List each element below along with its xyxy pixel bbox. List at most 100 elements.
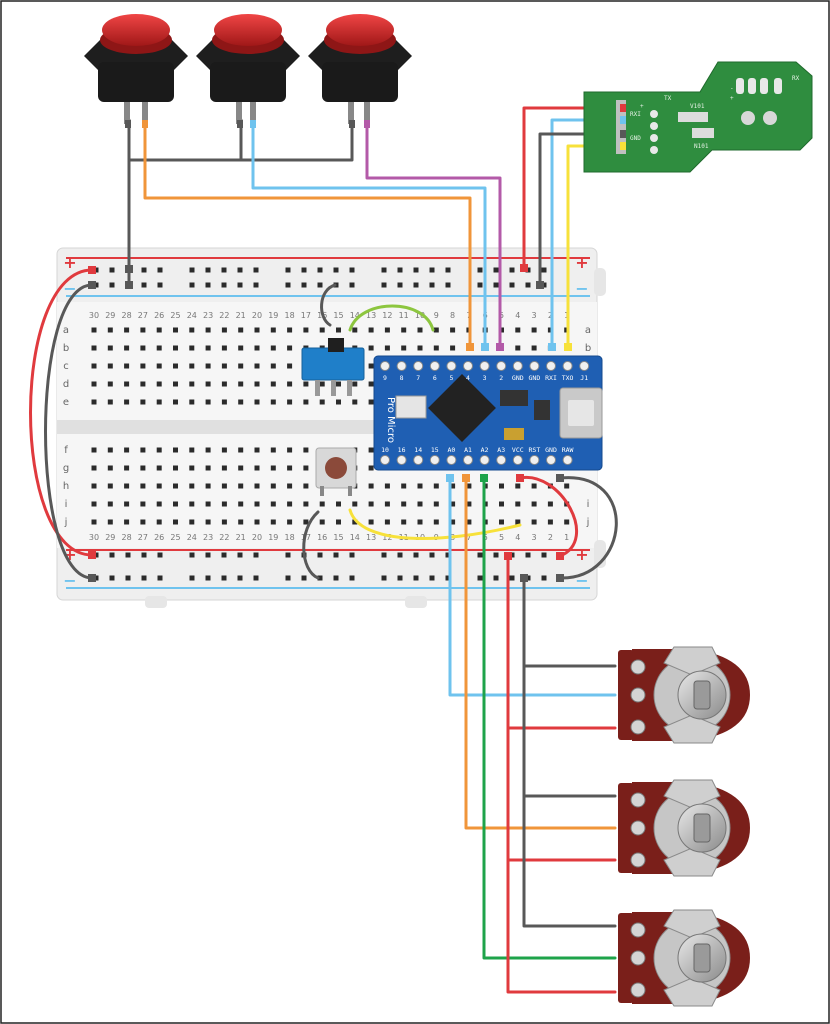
breadboard-hole xyxy=(173,327,178,333)
breadboard-hole xyxy=(401,519,407,525)
header-pin xyxy=(479,361,490,371)
breadboard-hole xyxy=(450,519,456,525)
breadboard-hole xyxy=(417,327,423,333)
breadboard-hole xyxy=(319,327,325,333)
row-label-h: h xyxy=(63,481,69,492)
column-label: 13 xyxy=(366,311,376,320)
header-pin xyxy=(546,455,556,465)
breadboard-hole xyxy=(107,399,113,405)
breadboard-hole xyxy=(336,327,341,333)
column-label: 19 xyxy=(268,311,278,320)
pot-tab-bottom xyxy=(663,714,721,744)
column-label: 8 xyxy=(450,311,455,320)
breadboard-hole xyxy=(466,483,472,489)
header-pin xyxy=(496,361,507,371)
row-label-j: j xyxy=(64,517,68,528)
breadboard-hole xyxy=(156,447,162,453)
rf-pad xyxy=(736,78,744,94)
breadboard-hole xyxy=(336,501,341,507)
header-pin xyxy=(562,455,573,465)
rail-plus-label-br: + xyxy=(575,545,588,564)
breadboard-hole xyxy=(466,501,472,507)
header-pin xyxy=(446,361,457,371)
breadboard-hole xyxy=(238,465,244,471)
pot-shaft xyxy=(693,943,711,973)
pot-tab-bottom xyxy=(663,847,721,877)
switch-body xyxy=(301,347,365,381)
rf-pad xyxy=(774,78,782,94)
pro-micro-label: Pro Micro xyxy=(385,397,396,443)
rf-labels: RXI GND + TX RX - + N101 V101 xyxy=(630,75,800,150)
cap xyxy=(520,264,528,272)
pot-terminal xyxy=(630,950,646,966)
rail-hole xyxy=(445,575,451,581)
breadboard-hole xyxy=(433,483,439,489)
row-label-a-right: a xyxy=(585,325,591,336)
breadboard-hole xyxy=(417,483,423,489)
rf-pad xyxy=(741,111,755,125)
header-pin xyxy=(380,455,390,465)
column-label: 26 xyxy=(154,311,164,320)
ic-small xyxy=(534,400,550,420)
button-housing xyxy=(98,62,174,102)
breadboard-hole xyxy=(91,363,97,369)
breadboard-hole xyxy=(254,501,260,507)
rail-hole xyxy=(477,552,483,558)
capacitor xyxy=(504,428,524,440)
breadboard-hole xyxy=(287,327,293,333)
rail-hole xyxy=(301,282,307,288)
rail-hole xyxy=(141,575,147,581)
cap xyxy=(516,474,524,482)
rf-pin-vcc xyxy=(620,104,626,112)
pin-label: 2 xyxy=(499,374,503,382)
header-pin xyxy=(512,455,523,465)
regulator xyxy=(500,390,528,406)
cap xyxy=(520,574,528,582)
breadboard-foot-right xyxy=(405,596,427,608)
breadboard-hole xyxy=(287,519,293,525)
column-label: 19 xyxy=(268,533,278,542)
rail-hole xyxy=(413,282,419,288)
rf-header xyxy=(616,100,626,154)
breadboard-hole xyxy=(368,363,374,369)
breadboard-hole xyxy=(287,501,293,507)
breadboard-hole xyxy=(287,381,293,387)
rail-hole xyxy=(285,575,291,581)
rail-hole xyxy=(221,282,227,288)
column-label: 20 xyxy=(252,533,262,542)
row-label-d: d xyxy=(63,379,69,390)
switch-slider xyxy=(328,338,344,352)
rf-pad xyxy=(748,78,756,94)
breadboard-hole xyxy=(384,345,390,351)
pin-label: A0 xyxy=(447,446,455,454)
breadboard-hole xyxy=(221,363,227,369)
column-label: 15 xyxy=(333,533,343,542)
breadboard-hole xyxy=(303,465,309,471)
row-label-b-right: b xyxy=(585,343,591,354)
wire-reset-button xyxy=(348,508,522,540)
collar xyxy=(125,120,131,128)
breadboard-hole xyxy=(450,483,456,489)
rail-hole xyxy=(253,282,259,288)
breadboard-hole xyxy=(531,483,537,489)
breadboard-hole xyxy=(205,399,211,405)
rf-pad xyxy=(650,134,658,142)
breadboard-hole xyxy=(91,327,97,333)
breadboard-hole xyxy=(107,363,113,369)
breadboard-hole xyxy=(499,519,504,525)
column-label: 9 xyxy=(434,311,439,320)
pot-tab-bottom xyxy=(663,977,721,1007)
breadboard-hole xyxy=(140,483,146,489)
header-pin xyxy=(529,361,540,371)
rail-hole xyxy=(349,552,355,558)
breadboard-hole xyxy=(287,345,293,351)
breadboard-hole xyxy=(189,519,195,525)
rf-label-plus: + xyxy=(640,103,644,110)
row-label-i-right: i xyxy=(587,499,590,510)
header-pin xyxy=(463,455,473,465)
column-label: 28 xyxy=(122,311,132,320)
breadboard-hole xyxy=(401,345,407,351)
breadboard-hole xyxy=(450,345,456,351)
breadboard-hole xyxy=(189,345,195,351)
pin-label: GND xyxy=(512,374,524,382)
